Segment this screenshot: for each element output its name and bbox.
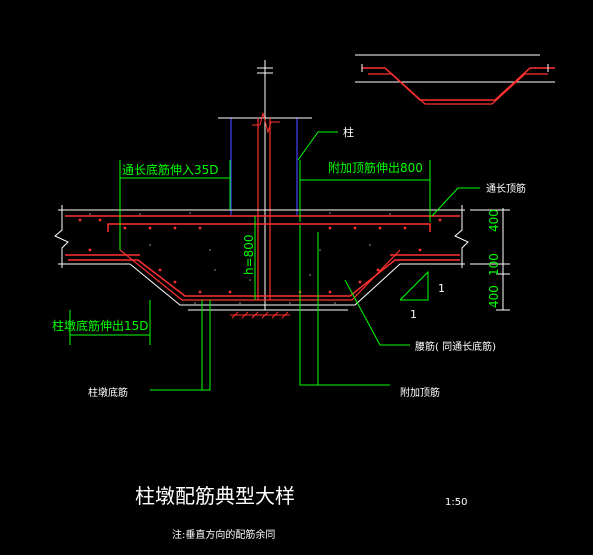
slab-and-pier-outline — [54, 205, 469, 311]
annotation-texts: 柱 通长底筋伸入35D 附加顶筋伸出800 通长顶筋 柱墩底筋伸出15D 腰筋(… — [52, 125, 526, 541]
right-dimension-chain — [470, 208, 510, 311]
drawing-scale: 1:50 — [445, 497, 467, 508]
label-slope-ratio-v: 1 — [438, 282, 445, 295]
label-slope-ratio-h: 1 — [410, 308, 417, 321]
label-column: 柱 — [343, 125, 354, 139]
leader-lines — [69, 131, 480, 391]
inset-section-sketch — [355, 54, 555, 105]
label-dim-400-top: 400 — [487, 209, 501, 232]
drawing-note: 注:垂直方向的配筋余同 — [172, 528, 275, 541]
label-dim-100: 100 — [487, 253, 501, 276]
column-centerline-marker — [252, 60, 280, 310]
label-column-pier-bottom-bar: 柱墩底筋 — [88, 386, 128, 399]
label-height-dim: h=800 — [242, 234, 256, 275]
column-rebars — [257, 118, 271, 300]
label-haunch-bar: 腰筋( 同通长底筋) — [415, 340, 496, 353]
label-additional-top-bar-extend: 附加顶筋伸出800 — [328, 160, 423, 175]
soil-hatch — [230, 311, 290, 319]
slab-rebars — [65, 215, 460, 301]
label-through-bottom-bar-extend: 通长底筋伸入35D — [122, 162, 219, 177]
concrete-texture — [89, 212, 391, 304]
drawing-title: 柱墩配筋典型大样 — [135, 484, 295, 508]
label-dim-400-bottom: 400 — [487, 285, 501, 308]
label-column-pier-bottom-extend: 柱墩底筋伸出15D — [52, 318, 149, 333]
label-additional-top-bar: 附加顶筋 — [400, 386, 440, 399]
label-through-top-bar: 通长顶筋 — [486, 182, 526, 195]
